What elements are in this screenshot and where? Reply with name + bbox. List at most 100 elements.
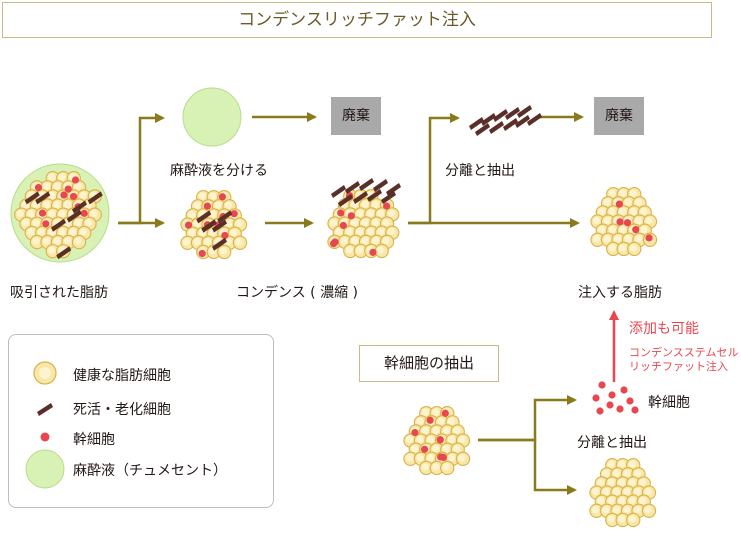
fat-cell-core [21, 219, 30, 227]
fat-cell-core [209, 192, 217, 200]
stem-cell-extraction-box: 幹細胞の抽出 [359, 345, 499, 382]
fat-cell-core [371, 218, 380, 227]
stem-cell [426, 416, 434, 424]
fat-cell-core [340, 237, 348, 245]
dead-cell [489, 121, 504, 134]
stem-cell [592, 394, 600, 402]
fat-cell-core [230, 229, 238, 237]
fat-cell-core [608, 207, 616, 216]
fat-cell-core [371, 237, 380, 245]
fat-cell-core [48, 191, 56, 200]
fat-cell-core [591, 506, 600, 514]
fat-cell-core [224, 238, 233, 246]
fat-cell-core [58, 228, 66, 236]
label-separate-anesthetic: 麻酔液を分ける [170, 163, 268, 179]
dead-cell [345, 181, 360, 194]
fat-cell-core [458, 454, 466, 462]
dead-cell [212, 219, 227, 233]
stem-cell [420, 445, 429, 453]
fat-cell-core [32, 219, 40, 227]
fat-cell-core [416, 417, 424, 425]
dead-cell [196, 210, 212, 224]
fat-cell-core [84, 219, 93, 227]
fat-cell-core [592, 235, 601, 243]
label-stem-cells: 幹細胞 [648, 395, 690, 411]
fat-cell-core [182, 238, 191, 246]
fat-cell-core [447, 435, 456, 444]
fat-cell-core [639, 478, 647, 487]
dead-cell [505, 107, 520, 120]
fat-cell-core [74, 237, 82, 245]
fat-cell-core [602, 487, 610, 496]
dead-cell [515, 115, 530, 128]
dead-cell [527, 113, 542, 126]
fat-cell-core [447, 454, 456, 462]
stem-cell [623, 219, 632, 227]
stem-cell [34, 184, 43, 192]
stem-cell [339, 221, 347, 230]
fat-cell-core [619, 244, 627, 252]
fat-cell-core [437, 417, 445, 425]
stem-cell [69, 192, 78, 201]
fat-cell-core [361, 200, 369, 208]
label-inject-fat: 注入する脂肪 [578, 285, 662, 301]
fat-cell-core [48, 173, 56, 181]
fat-cell-core [442, 445, 450, 453]
fat-cell-core [350, 237, 359, 245]
stem-cell [369, 248, 377, 256]
stem-cell [632, 225, 640, 234]
fat-cell-core [640, 226, 648, 234]
fat-cell-core [598, 207, 606, 216]
stem-cell [596, 407, 604, 415]
stem-cell [626, 397, 634, 405]
fat-cell-core [235, 219, 243, 228]
stem-cell [606, 401, 614, 409]
fat-cell-core [74, 182, 82, 190]
dead-cell [24, 191, 40, 205]
legend-label-stem: 幹細胞 [73, 432, 115, 448]
fat-cell-core [426, 454, 435, 462]
legend: 健康な脂肪細胞 死活・老化細胞 幹細胞 麻酔液（チュメセント） [8, 334, 274, 508]
fat-cell-core [356, 246, 364, 254]
fat-cell-core [624, 235, 632, 243]
stem-cell [218, 193, 227, 201]
fat-cell-core [42, 200, 51, 209]
fat-cell-core [597, 497, 605, 505]
anesthetic-fluid [182, 87, 242, 147]
fat-cell-core [623, 469, 631, 477]
fat-cell-core [618, 460, 626, 468]
fat-cell-core [608, 244, 616, 252]
dead-cell [51, 218, 66, 232]
dead-cell [481, 113, 496, 126]
dead-cell [212, 237, 227, 251]
fat-cell-core [447, 417, 456, 425]
fat-cell-core [209, 210, 217, 219]
dead-cell [517, 105, 532, 118]
fat-cell-core [612, 469, 621, 477]
fat-cell-core [405, 454, 414, 462]
stem-cell [616, 218, 624, 226]
stem-cell [203, 202, 211, 210]
dead-cell [72, 200, 87, 214]
stem-cell [42, 220, 50, 228]
fat-cell-core [612, 487, 621, 496]
fat-cell-core [377, 228, 385, 236]
fat-cell-core [628, 478, 636, 487]
label-csr-line2: リッチファット注入 [629, 360, 728, 373]
fat-cell-core [377, 209, 385, 218]
stem-cell [184, 221, 193, 229]
arrow-stem-split-bottom [478, 438, 577, 495]
fat-cell-core [432, 426, 440, 435]
label-liposuction: 吸引された脂肪 [10, 285, 108, 301]
dead-cell [359, 178, 374, 191]
fat-cell-core [623, 506, 631, 514]
fat-cell-core [193, 201, 201, 209]
dead-cell [353, 191, 368, 204]
legend-label-anesthetic: 麻酔液（チュメセント） [73, 463, 227, 479]
dead-cell [367, 189, 382, 202]
fat-cell-core [644, 506, 652, 514]
stem-cell [441, 409, 449, 417]
fat-cell-core [48, 210, 56, 218]
stem-cell [60, 191, 68, 199]
